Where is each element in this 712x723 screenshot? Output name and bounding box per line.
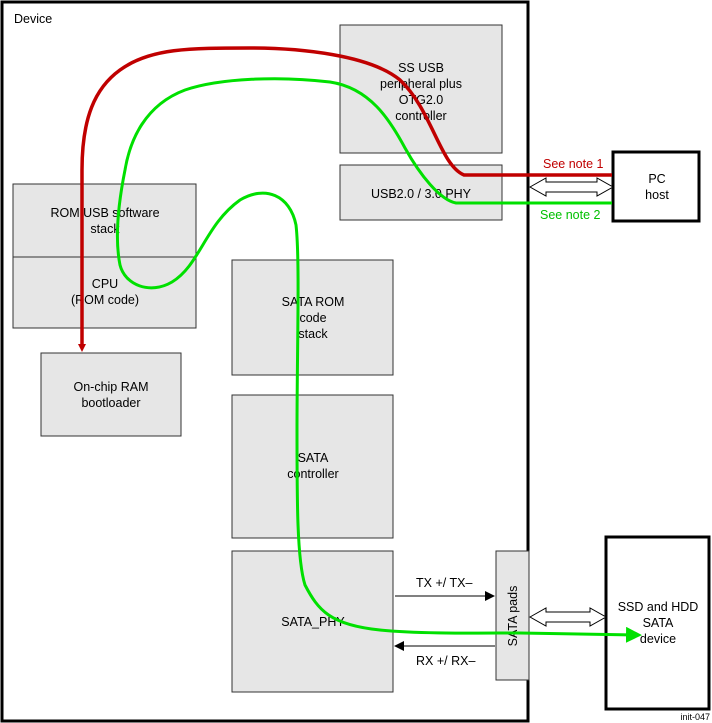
device-boundary	[0, 0, 530, 723]
sata-rom-line-3: stack	[298, 327, 328, 341]
rom-usb-stack-block: ROM USB software stack	[12, 183, 197, 258]
tx-label: TX +/ TX–	[416, 576, 472, 590]
ssd-line-2: SATA	[643, 616, 674, 630]
sata-phy-label: SATA_PHY	[281, 615, 345, 629]
ss-usb-line-1: SS USB	[398, 61, 444, 75]
sata-pads-label: SATA pads	[506, 586, 520, 647]
sata-link-arrow	[528, 607, 608, 627]
cpu-block: CPU (ROM code)	[12, 256, 197, 329]
sata-rom-block: SATA ROM code stack	[231, 259, 394, 376]
note-1-label: See note 1	[543, 157, 604, 171]
onchip-ram-line-1: On-chip RAM	[73, 380, 148, 394]
ssd-device-block: SSD and HDD SATA device	[604, 535, 711, 711]
figure-id: init-047	[680, 712, 710, 722]
note-2-label: See note 2	[540, 208, 601, 222]
usb-phy-label: USB2.0 / 3.0 PHY	[371, 187, 472, 201]
device-label: Device	[14, 12, 52, 26]
usb-link-arrow	[528, 177, 615, 197]
pc-host-block: PC host	[611, 150, 701, 223]
sata-rom-line-2: code	[299, 311, 326, 325]
ss-usb-line-2: peripheral plus	[380, 77, 462, 91]
onchip-ram-block: On-chip RAM bootloader	[40, 352, 182, 437]
sata-ctrl-line-2: controller	[287, 467, 338, 481]
ss-usb-controller-block: SS USB peripheral plus OTG2.0 controller	[339, 24, 503, 154]
rom-usb-line-2: stack	[90, 222, 120, 236]
rom-usb-line-1: ROM USB software	[50, 206, 159, 220]
sata-pads-block: SATA pads	[495, 550, 530, 681]
sata-ctrl-line-1: SATA	[298, 451, 329, 465]
rx-label: RX +/ RX–	[416, 654, 475, 668]
red-boot-path	[78, 46, 612, 352]
ss-usb-line-3: OTG2.0	[399, 93, 444, 107]
sata-phy-block: SATA_PHY	[231, 550, 394, 693]
onchip-ram-line-2: bootloader	[81, 396, 140, 410]
sata-controller-block: SATA controller	[231, 394, 394, 539]
ssd-line-3: device	[640, 632, 676, 646]
cpu-line-1: CPU	[92, 277, 118, 291]
green-boot-path	[116, 77, 642, 643]
cpu-line-2: (ROM code)	[71, 293, 139, 307]
ss-usb-line-4: controller	[395, 109, 446, 123]
pc-host-line-2: host	[645, 188, 669, 202]
pc-host-line-1: PC	[648, 172, 665, 186]
sata-rom-line-1: SATA ROM	[282, 295, 345, 309]
ssd-line-1: SSD and HDD	[618, 600, 699, 614]
